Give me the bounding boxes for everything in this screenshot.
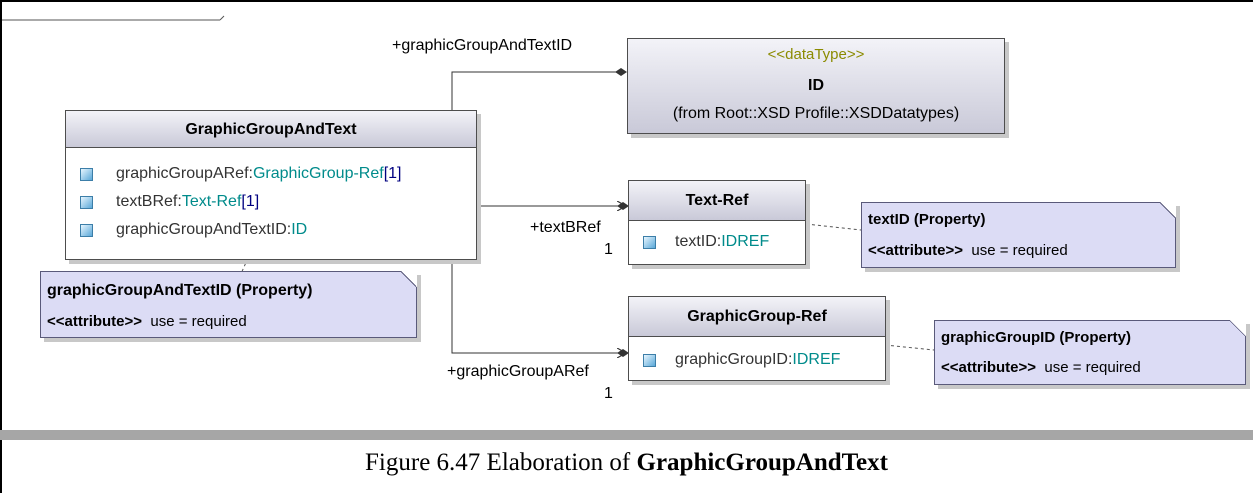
attribute-type: IDREF bbox=[721, 233, 770, 250]
attribute-name: textBRef: bbox=[116, 193, 182, 210]
note-text-id[interactable]: textID (Property) <<attribute>> use = re… bbox=[861, 202, 1176, 268]
id-origin: (from Root::XSD Profile::XSDDatatypes) bbox=[672, 105, 960, 122]
note-stereotype: <<attribute>> bbox=[941, 359, 1037, 376]
note-body: <<attribute>> use = required bbox=[868, 242, 1068, 259]
id-stereotype: <<dataType>> bbox=[767, 46, 865, 63]
attribute-type: GraphicGroup-Ref bbox=[252, 165, 384, 182]
note-fold-corner bbox=[1230, 320, 1246, 336]
note-stereotype: <<attribute>> bbox=[868, 242, 964, 259]
class-graphic-group-ref-header: GraphicGroup-Ref bbox=[629, 297, 885, 337]
top-rule bbox=[0, 0, 1253, 2]
class-id-datatype[interactable]: <<dataType>> ID (from Root::XSD Profile:… bbox=[627, 38, 1005, 134]
class-graphic-group-and-text[interactable]: GraphicGroupAndText graphicGroupARef:Gra… bbox=[65, 110, 477, 260]
note-title: graphicGroupID (Property) bbox=[941, 329, 1132, 346]
note-detail: use = required bbox=[1044, 359, 1141, 376]
class-graphic-group-ref[interactable]: GraphicGroup-Ref graphicGroupID:IDREF bbox=[628, 296, 886, 381]
attribute-row[interactable]: textID:IDREF bbox=[629, 228, 805, 256]
association-graphic-ref bbox=[451, 260, 626, 353]
class-graphic-group-ref-name: GraphicGroup-Ref bbox=[687, 308, 827, 325]
anchor-text-note bbox=[805, 223, 862, 231]
note-body: <<attribute>> use = required bbox=[47, 313, 247, 330]
attribute-name: graphicGroupID: bbox=[675, 351, 793, 368]
class-graphic-group-and-text-header: GraphicGroupAndText bbox=[66, 111, 476, 148]
note-fold-corner bbox=[401, 271, 417, 287]
role-label-graphic-group-and-text-id: +graphicGroupAndTextID bbox=[392, 37, 573, 54]
class-graphic-group-and-text-name: GraphicGroupAndText bbox=[185, 121, 357, 138]
attribute-type: ID bbox=[291, 221, 308, 238]
association-id bbox=[451, 71, 623, 110]
id-class-name: ID bbox=[808, 77, 824, 94]
attribute-name: textID: bbox=[675, 233, 722, 250]
attribute-icon bbox=[80, 168, 93, 181]
diagram-tab-line bbox=[2, 15, 225, 21]
figure-caption: Figure 6.47 Elaboration of GraphicGroupA… bbox=[0, 449, 1253, 477]
attribute-icon bbox=[643, 354, 656, 367]
attribute-icon bbox=[643, 236, 656, 249]
note-detail: use = required bbox=[150, 313, 247, 330]
diamond-graphic-ref bbox=[617, 349, 629, 357]
multiplicity-text-b-ref: 1 bbox=[604, 241, 613, 258]
attribute-type: IDREF bbox=[792, 351, 841, 368]
caption-bold: GraphicGroupAndText bbox=[636, 449, 888, 476]
note-title: textID (Property) bbox=[868, 211, 986, 228]
attribute-name: graphicGroupARef: bbox=[116, 165, 253, 182]
note-graphic-group-id[interactable]: graphicGroupID (Property) <<attribute>> … bbox=[934, 320, 1246, 385]
note-fold-corner bbox=[1160, 202, 1176, 218]
attribute-multiplicity: [1] bbox=[241, 193, 260, 210]
class-text-ref[interactable]: Text-Ref textID:IDREF bbox=[628, 180, 806, 265]
note-title: graphicGroupAndTextID (Property) bbox=[47, 282, 313, 299]
attribute-row[interactable]: textBRef:Text-Ref[1] bbox=[66, 188, 476, 216]
note-body: <<attribute>> use = required bbox=[941, 359, 1141, 376]
attribute-icon bbox=[80, 196, 93, 209]
class-text-ref-header: Text-Ref bbox=[629, 181, 805, 221]
caption-separator bbox=[0, 430, 1253, 440]
note-stereotype: <<attribute>> bbox=[47, 313, 143, 330]
anchor-graphic-note bbox=[884, 344, 935, 351]
attribute-row[interactable]: graphicGroupARef:GraphicGroup-Ref[1] bbox=[66, 160, 476, 188]
attribute-name: graphicGroupAndTextID: bbox=[116, 221, 292, 238]
note-graphic-group-and-text-id[interactable]: graphicGroupAndTextID (Property) <<attri… bbox=[40, 271, 417, 338]
attribute-row[interactable]: graphicGroupAndTextID:ID bbox=[66, 216, 476, 244]
role-label-graphic-group-a-ref: +graphicGroupARef bbox=[447, 363, 589, 380]
attribute-row[interactable]: graphicGroupID:IDREF bbox=[629, 346, 885, 374]
multiplicity-graphic-group-a-ref: 1 bbox=[604, 385, 613, 402]
connectors-layer bbox=[239, 68, 935, 430]
diamond-text-ref bbox=[617, 202, 629, 210]
attribute-multiplicity: [1] bbox=[383, 165, 402, 182]
diamond-id bbox=[615, 68, 627, 76]
attribute-icon bbox=[80, 224, 93, 237]
role-label-text-b-ref: +textBRef bbox=[530, 219, 601, 236]
class-text-ref-name: Text-Ref bbox=[685, 192, 749, 209]
note-detail: use = required bbox=[971, 242, 1068, 259]
caption-prefix: Figure 6.47 Elaboration of bbox=[365, 449, 637, 476]
attribute-type: Text-Ref bbox=[181, 193, 242, 210]
